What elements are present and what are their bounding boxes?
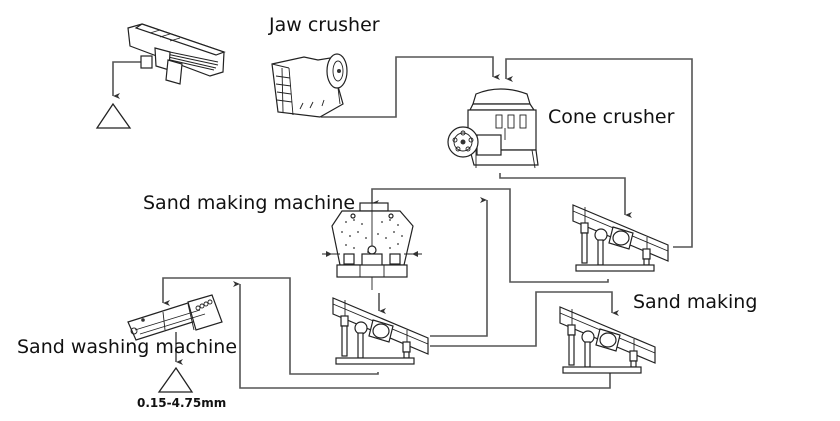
jaw-crusher-label: Jaw crusher (269, 14, 380, 36)
flow-lines (112, 56, 693, 389)
flow-screen3-to-washer (233, 281, 611, 389)
sand-making-machine-icon (322, 202, 422, 290)
output-size-label: 0.15-4.75mm (137, 396, 227, 410)
sand-making-machine-label: Sand making machine (143, 192, 356, 214)
sand-washing-machine-icon (127, 294, 223, 341)
flow-feeder-to-stockpile (112, 61, 144, 99)
flow-jaw-to-cone (321, 56, 500, 118)
sand-making-label: Sand making (633, 291, 758, 313)
screen-3-icon (559, 306, 656, 374)
cone-crusher-label: Cone crusher (548, 106, 675, 128)
flow-screen1-to-cone (505, 58, 693, 248)
sand-washing-machine-label: Sand washing machine (17, 336, 238, 358)
flow-screen1-to-smm (371, 188, 609, 283)
cone-crusher-icon (447, 88, 539, 169)
flow-screen2-to-smm (430, 197, 488, 337)
vibrating-feeder-icon (127, 23, 226, 85)
flow-screen2-to-screen3 (430, 291, 619, 347)
flow-screen2-to-washer (162, 277, 379, 375)
feeder-stockpile-icon (95, 102, 132, 129)
screen-2-icon (332, 297, 429, 365)
flow-cone-to-screen1 (499, 173, 632, 218)
jaw-crusher-icon (271, 53, 348, 118)
product-stockpile-icon (157, 366, 194, 393)
screen-1-icon (572, 204, 669, 272)
